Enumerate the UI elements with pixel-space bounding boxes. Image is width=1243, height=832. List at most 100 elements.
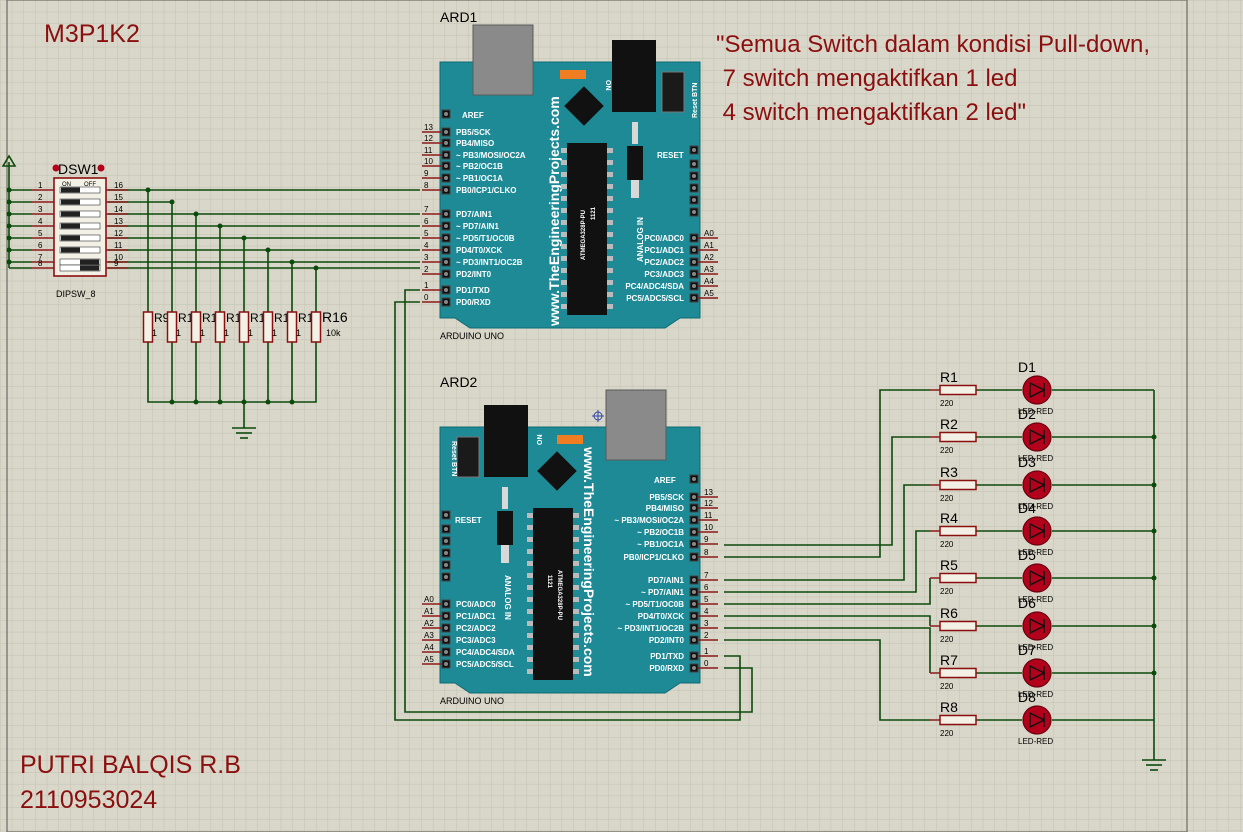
- header-pin[interactable]: 9~ PB1/OC1A: [422, 169, 503, 183]
- header-pin[interactable]: [689, 159, 699, 169]
- dip-off-label: OFF: [84, 182, 96, 188]
- arduino-board-1[interactable]: Reset BTN ON www.TheEngineeringProjects.…: [422, 24, 718, 329]
- header-pin[interactable]: 3~ PD3/INT1/OC2B: [618, 619, 718, 633]
- resistor-value: 220: [940, 494, 954, 503]
- header-pin[interactable]: [441, 109, 451, 119]
- pin-name: PD2/INT0: [456, 270, 492, 279]
- header-pin[interactable]: 5~ PD5/T1/OC0B: [422, 229, 515, 243]
- resistor-value: 1: [200, 328, 205, 338]
- header-pin[interactable]: [689, 474, 699, 484]
- power-terminal-icon[interactable]: [1, 154, 17, 167]
- dip-switch-ref: DSW1: [58, 161, 99, 177]
- pin-number: A5: [424, 655, 434, 664]
- pin-name: PB0/ICP1/CLKO: [624, 553, 684, 562]
- header-pin[interactable]: [689, 145, 699, 155]
- header-pin[interactable]: [689, 171, 699, 181]
- header-pin[interactable]: [441, 536, 451, 546]
- ground-icon[interactable]: [1142, 759, 1166, 771]
- header-pin[interactable]: 6~ PD7/AIN1: [422, 217, 499, 231]
- pull-down-resistor[interactable]: R16: [310, 309, 348, 343]
- header-pin[interactable]: [441, 560, 451, 570]
- dip-lever: [80, 265, 99, 271]
- header-pin[interactable]: [689, 195, 699, 205]
- header-pin[interactable]: 10~ PB2/OC1B: [422, 157, 503, 171]
- header-pin[interactable]: 6~ PD7/AIN1: [641, 583, 718, 597]
- header-pin[interactable]: [441, 572, 451, 582]
- pin-name: PB5/SCK: [456, 128, 491, 137]
- header-pin[interactable]: 3~ PD3/INT1/OC2B: [422, 253, 523, 267]
- header-pin[interactable]: 10~ PB2/OC1B: [637, 523, 718, 537]
- resistor-value: 220: [940, 399, 954, 408]
- ground-icon[interactable]: [232, 427, 256, 439]
- reset-button[interactable]: [661, 71, 685, 113]
- arduino-board-2[interactable]: Reset BTN ON www.TheEngineeringProjects.…: [422, 389, 718, 694]
- pin-number: 10: [704, 523, 713, 532]
- header-pin[interactable]: 9~ PB1/OC1A: [637, 535, 718, 549]
- dip-lever: [61, 247, 80, 253]
- reset-button[interactable]: [456, 436, 480, 478]
- pin-number: 1: [424, 281, 429, 290]
- header-pin[interactable]: [689, 183, 699, 193]
- dip-lever: [80, 259, 99, 265]
- pin-name: PC1/ADC1: [456, 612, 496, 621]
- pin-number: 12: [424, 134, 433, 143]
- header-pin[interactable]: [441, 548, 451, 558]
- header-pin[interactable]: 11~ PB3/MOSI/OC2A: [422, 146, 526, 160]
- led-model: LED-RED: [1018, 595, 1053, 604]
- header-pin[interactable]: [689, 207, 699, 217]
- pin-name: PD7/AIN1: [456, 210, 493, 219]
- header-pin[interactable]: 5~ PD5/T1/OC0B: [626, 595, 718, 609]
- pull-down-resistor[interactable]: R91: [142, 311, 170, 343]
- header-pin[interactable]: [441, 510, 451, 520]
- pin-number: A1: [704, 241, 714, 250]
- header-pin[interactable]: 11~ PB3/MOSI/OC2A: [614, 511, 718, 525]
- header-pin[interactable]: [441, 524, 451, 534]
